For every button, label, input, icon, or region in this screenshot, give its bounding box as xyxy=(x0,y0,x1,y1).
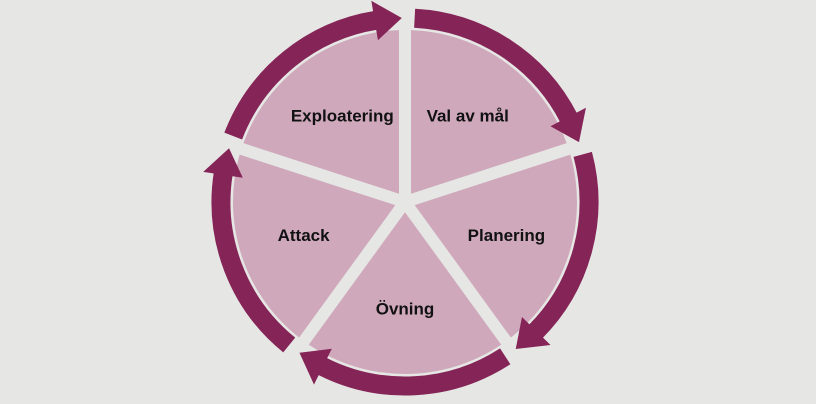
arrow-arc-ovning xyxy=(317,348,511,396)
arrow-arc-exploatering xyxy=(224,10,378,140)
arrowhead-val-av-mal xyxy=(550,107,586,143)
arrow-arc-attack xyxy=(211,171,296,353)
arrowhead-planering xyxy=(515,316,551,349)
label-ovning: Övning xyxy=(376,300,435,319)
label-val-av-mal: Val av mål xyxy=(427,107,509,126)
arrows-layer xyxy=(203,0,599,396)
arrow-arc-val-av-mal xyxy=(414,8,578,123)
label-exploatering: Exploatering xyxy=(291,107,394,126)
arrowhead-ovning xyxy=(299,348,332,385)
segment-exploatering xyxy=(243,30,399,194)
segment-ovning xyxy=(308,212,502,374)
segment-val-av-mal xyxy=(411,30,567,194)
arrow-arc-planering xyxy=(528,151,599,339)
arrowhead-attack xyxy=(203,148,243,178)
label-attack: Attack xyxy=(278,226,331,245)
label-planering: Planering xyxy=(468,226,545,245)
arrowhead-exploatering xyxy=(371,0,402,41)
segment-planering xyxy=(414,154,578,338)
segment-attack xyxy=(232,154,396,338)
segments-layer xyxy=(232,30,578,374)
